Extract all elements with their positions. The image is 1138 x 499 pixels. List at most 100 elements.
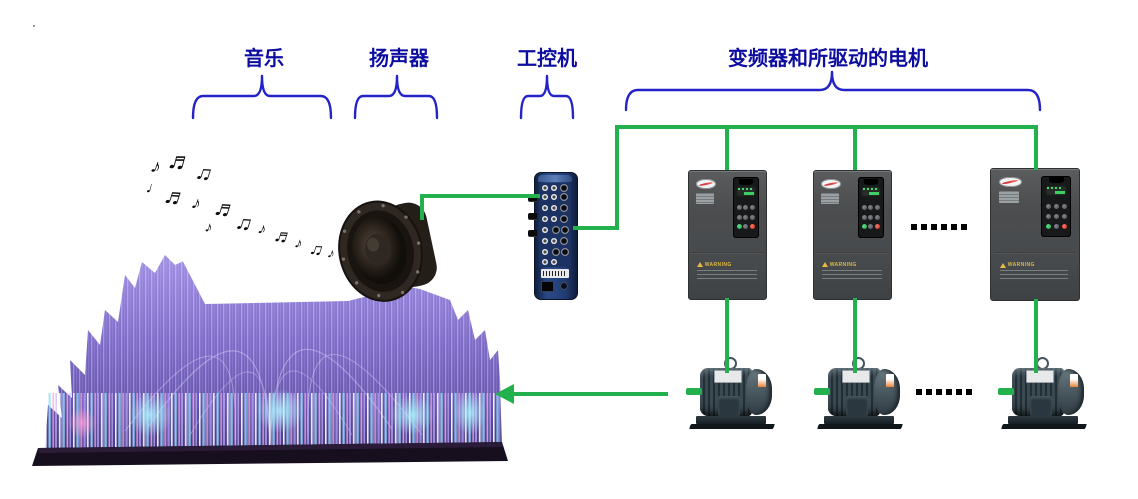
vfd-cover-seam: [993, 251, 1077, 254]
label-music: 音乐: [244, 48, 284, 70]
brace-music: [191, 74, 333, 120]
brace-inverter-motors: [624, 70, 1042, 112]
vfd-model-label: [695, 192, 714, 205]
fountain-glow-cyan: [390, 395, 434, 435]
wire-pc-to-bus: [573, 129, 619, 230]
audio-jack: [542, 194, 548, 200]
xlr-jack: [552, 248, 560, 256]
ellipsis-dot: [916, 389, 922, 395]
xlr-jack: [560, 215, 568, 223]
ellipsis-dot: [936, 389, 942, 395]
vfd-model-label: [998, 191, 1020, 204]
device-connector-panel: [539, 183, 571, 267]
speaker-screws: [341, 203, 421, 298]
audio-jack: [542, 238, 548, 244]
label-inverter-motors: 变频器和所驱动的电机: [728, 48, 928, 70]
xlr-jack: [560, 193, 568, 201]
side-knob: [528, 213, 537, 219]
vfd-keypad: [1041, 175, 1072, 238]
motor-feet: [696, 416, 766, 424]
run-button: [736, 224, 742, 230]
motor-terminal-box: [846, 396, 868, 416]
fountain-glow-cyan: [454, 391, 486, 435]
keypad-notch: [864, 179, 878, 185]
xlr-jack: [560, 204, 568, 212]
warning-fine-print: [999, 270, 1069, 282]
audio-jack: [542, 185, 548, 191]
xlr-jack: [561, 226, 569, 234]
vfd-buttons: [861, 200, 882, 234]
audio-jack: [542, 249, 548, 255]
motor-shaft: [814, 388, 830, 395]
barcode-label: [541, 269, 569, 278]
keypad-notch: [739, 179, 753, 185]
audio-jack: [542, 216, 548, 222]
warning-triangle-icon: [999, 262, 1006, 268]
ellipsis-dot: [926, 389, 932, 395]
audio-jack: [551, 194, 557, 200]
audio-jack: [551, 185, 557, 191]
vfd-brand-logo: [695, 178, 716, 189]
vfd-buttons: [736, 200, 757, 234]
ellipsis-dot: [961, 224, 967, 230]
vfd-keypad: [857, 177, 885, 238]
vfd-model-label: [820, 192, 839, 205]
audio-jack: [542, 227, 548, 233]
vfd-drive-2: WARNING: [813, 170, 892, 300]
vfd-buttons: [1044, 199, 1068, 233]
xlr-jack: [560, 184, 568, 192]
motor-sticker: [886, 374, 894, 387]
stop-button: [1061, 223, 1067, 229]
brace-industrial-pc: [519, 74, 575, 120]
xlr-jack: [560, 237, 568, 245]
ellipsis-more-vfds: [911, 224, 967, 230]
run-button: [1045, 223, 1051, 229]
speaker-highlight: [366, 237, 380, 252]
run-button: [861, 224, 867, 230]
motor-3: [996, 356, 1092, 434]
motor-shaft: [686, 388, 702, 395]
motor-sticker: [758, 374, 766, 387]
brace-speaker: [353, 74, 439, 120]
vfd-drive-3: WARNING: [990, 168, 1080, 301]
xlr-jack: [561, 248, 569, 256]
ellipsis-dot: [956, 389, 962, 395]
label-industrial-pc: 工控机: [517, 48, 577, 70]
vfd-keypad: [732, 177, 760, 238]
audio-jack: [542, 205, 548, 211]
ellipsis-dot: [941, 224, 947, 230]
power-port: [541, 281, 554, 292]
motor-nameplate: [1026, 370, 1054, 383]
label-speaker: 扬声器: [369, 48, 429, 70]
warning-fine-print: [696, 269, 757, 282]
motor-shaft: [998, 388, 1014, 395]
vfd-warning-block: WARNING: [821, 262, 882, 282]
speaker-image: [338, 200, 437, 302]
vfd-brand-logo: [998, 176, 1022, 188]
industrial-pc-device: [528, 172, 578, 300]
arrow-head-left-icon: [495, 384, 514, 404]
motor-feet: [824, 416, 894, 424]
motor-feet: [1008, 416, 1078, 424]
wire-bus-top: [615, 125, 1038, 170]
vfd-warning-block: WARNING: [696, 262, 757, 282]
audio-jack: [551, 259, 557, 265]
warning-triangle-icon: [696, 262, 703, 268]
musical-fountain-image: [32, 255, 508, 466]
xlr-jack: [552, 226, 560, 234]
power-socket: [560, 282, 568, 290]
vfd-brand-logo: [820, 178, 841, 189]
ellipsis-dot: [911, 224, 917, 230]
motor-terminal-box: [1030, 396, 1052, 416]
vfd-display: [736, 186, 756, 198]
audio-jack: [551, 238, 557, 244]
motor-terminal-box: [718, 396, 740, 416]
side-knob: [528, 230, 537, 236]
music-sheet-paper: [145, 150, 392, 304]
vfd-cover-seam: [816, 251, 889, 254]
ellipsis-dot: [951, 224, 957, 230]
wire-speaker-to-pc: [420, 194, 540, 220]
ellipsis-dot: [966, 389, 972, 395]
